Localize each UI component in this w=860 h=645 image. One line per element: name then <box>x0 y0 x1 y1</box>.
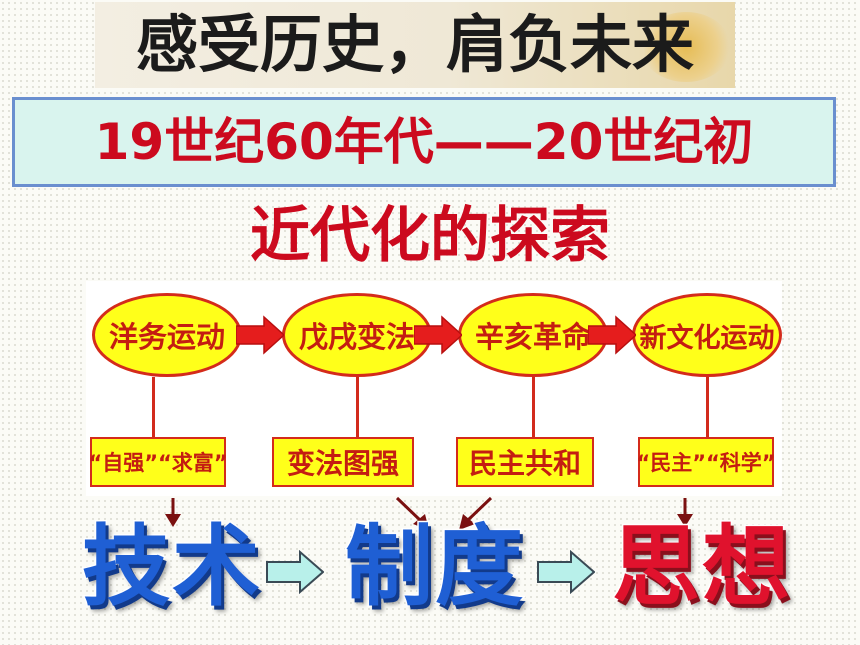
movement-node-wuxu: 戊戌变法 <box>282 293 432 377</box>
header-title: 感受历史，肩负未来 <box>135 8 694 81</box>
movement-node-xinhai: 辛亥革命 <box>458 293 608 377</box>
goal-box-xinwenhua: “民主”“科学” <box>636 437 776 487</box>
goal-box-xinhai: 民主共和 <box>456 437 594 487</box>
connector-line <box>706 377 709 437</box>
flow-diagram: 洋务运动 戊戌变法 辛亥革命 新文化运动 “自强”“求富” 变法图强 民主共和 … <box>86 281 782 496</box>
down-arrow-icon <box>677 498 693 527</box>
goal-box-yangwu: “自强”“求富” <box>88 437 228 487</box>
flow-arrow-icon <box>588 315 636 355</box>
movement-node-yangwu: 洋务运动 <box>92 293 242 377</box>
level-word-thought: 思想 <box>610 514 793 620</box>
flow-arrow-icon <box>236 315 284 355</box>
connector-line <box>532 377 535 437</box>
flow-arrow-icon <box>414 315 462 355</box>
header-banner: 感受历史，肩负未来 <box>95 2 735 88</box>
down-arrow-icon <box>395 496 429 530</box>
connector-line <box>356 377 359 437</box>
down-arrow-icon <box>165 498 181 527</box>
movement-node-xinwenhua: 新文化运动 <box>632 293 782 377</box>
level-word-technology: 技术 <box>80 514 263 620</box>
goal-box-wuxu: 变法图强 <box>272 437 414 487</box>
connector-line <box>152 377 155 437</box>
period-banner: 19世纪60年代——20世纪初 <box>12 97 836 187</box>
header-sun-decoration <box>641 12 731 82</box>
subtitle: 近代化的探索 <box>250 201 610 271</box>
level-word-institution: 制度 <box>343 514 526 620</box>
down-arrow-icon <box>459 496 493 530</box>
progress-arrow-icon <box>266 550 324 594</box>
progress-arrow-icon <box>537 550 595 594</box>
